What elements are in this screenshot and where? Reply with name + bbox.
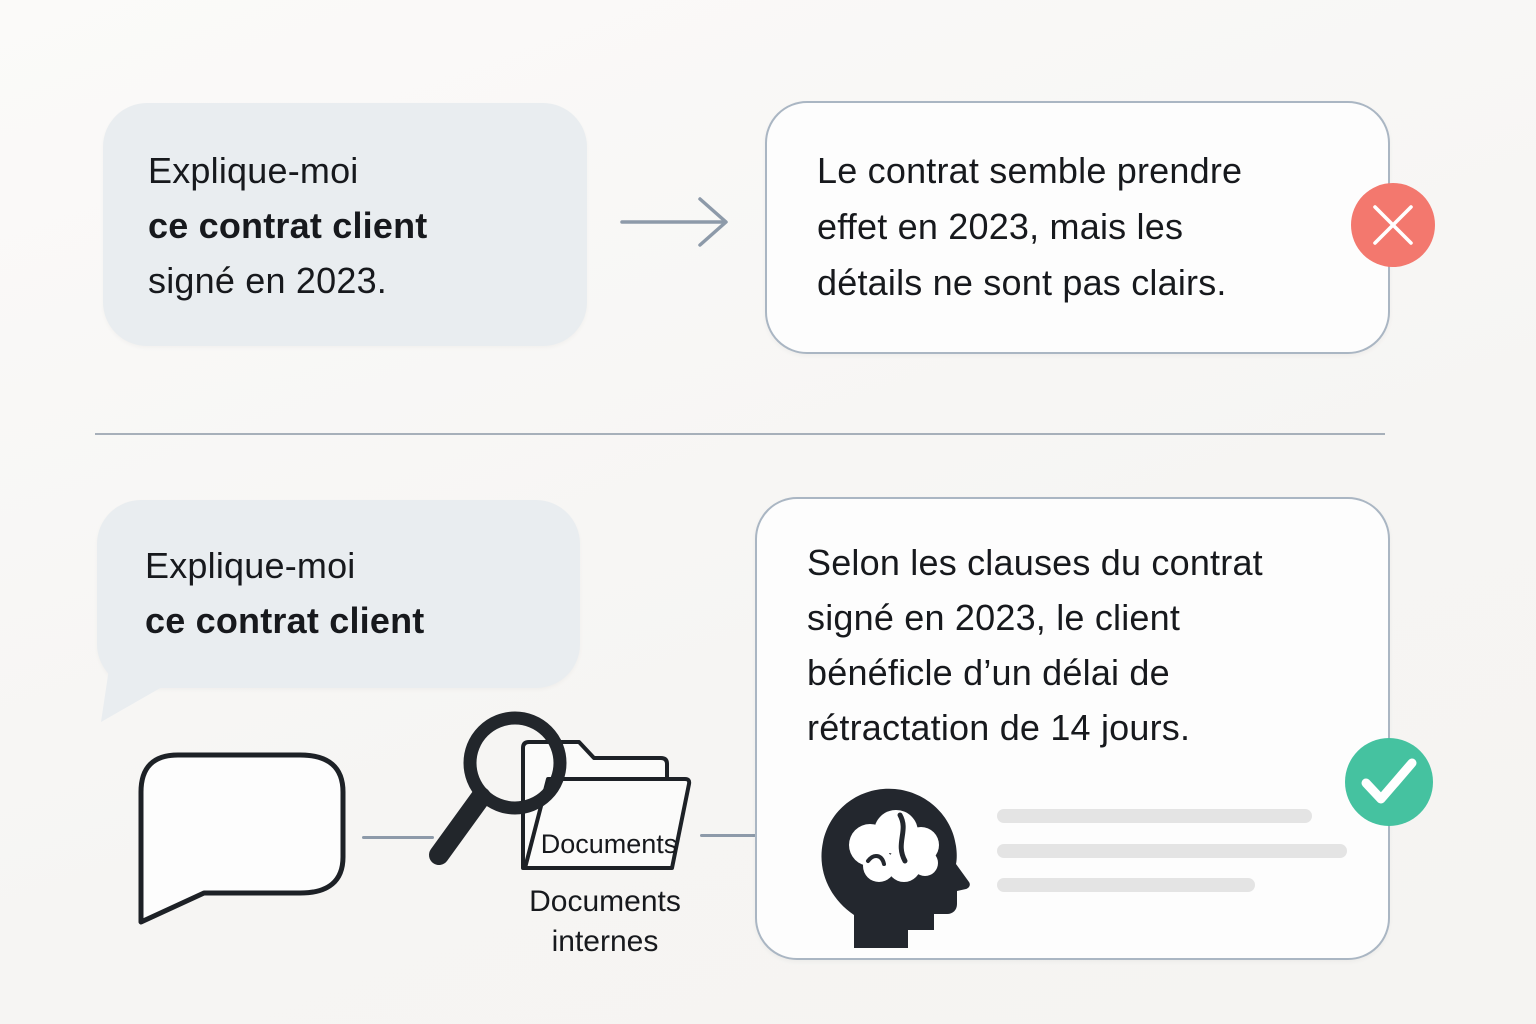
message-line: rétractation de 14 jours. [807,707,1191,748]
skeleton-bar [997,878,1255,892]
message-line: effet en 2023, mais les [817,206,1184,247]
message-line: Le contrat semble prendre [817,150,1243,191]
message-line: Explique-moi [148,150,359,191]
flow-connector [362,836,434,839]
brain-shape [849,810,939,882]
message-line: signé en 2023. [148,260,387,301]
skeleton-bar [997,844,1347,858]
section-divider [95,433,1385,435]
magnifier-icon [429,711,567,865]
bottom-user-message-bubble: Explique-moi ce contrat client [97,500,580,688]
bottom-user-bubble-tail [101,670,179,722]
skeleton-bar [997,809,1312,823]
bottom-user-message-text: Explique-moi ce contrat client [145,538,424,648]
document-search-group: Documents [429,711,692,870]
head-brain-icon [821,788,970,948]
top-assistant-message-text: Le contrat semble prendre effet en 2023,… [817,143,1242,311]
message-line: signé en 2023, le client [807,597,1181,638]
arrow-right-icon [620,197,728,247]
caption-line: internes [551,925,659,958]
message-line: ce contrat client [148,205,428,246]
top-user-message-text: Explique-moi ce contrat client signé en … [148,143,427,308]
folder-label: Documents [541,829,678,859]
flow-connector [700,834,756,837]
caption-line: Documents [529,885,681,918]
error-badge [1351,183,1435,267]
message-line: ce contrat client [145,600,425,641]
message-line: bénéficle d’un délai de [807,652,1170,693]
x-icon [1373,205,1413,245]
bottom-assistant-message-text: Selon les clauses du contrat signé en 20… [807,535,1263,755]
message-line: Selon les clauses du contrat [807,542,1263,583]
top-assistant-message-bubble: Le contrat semble prendre effet en 2023,… [765,101,1390,354]
folder-icon: Documents [521,740,692,870]
bottom-assistant-message-bubble: Selon les clauses du contrat signé en 20… [755,497,1390,960]
check-icon [1361,758,1417,804]
message-line: Explique-moi [145,545,356,586]
message-line: détails ne sont pas clairs. [817,262,1227,303]
retrieval-caption: Documents internes [455,882,755,962]
success-badge [1345,738,1433,826]
top-user-message-bubble: Explique-moi ce contrat client signé en … [103,103,587,346]
speech-bubble-icon [138,752,346,925]
